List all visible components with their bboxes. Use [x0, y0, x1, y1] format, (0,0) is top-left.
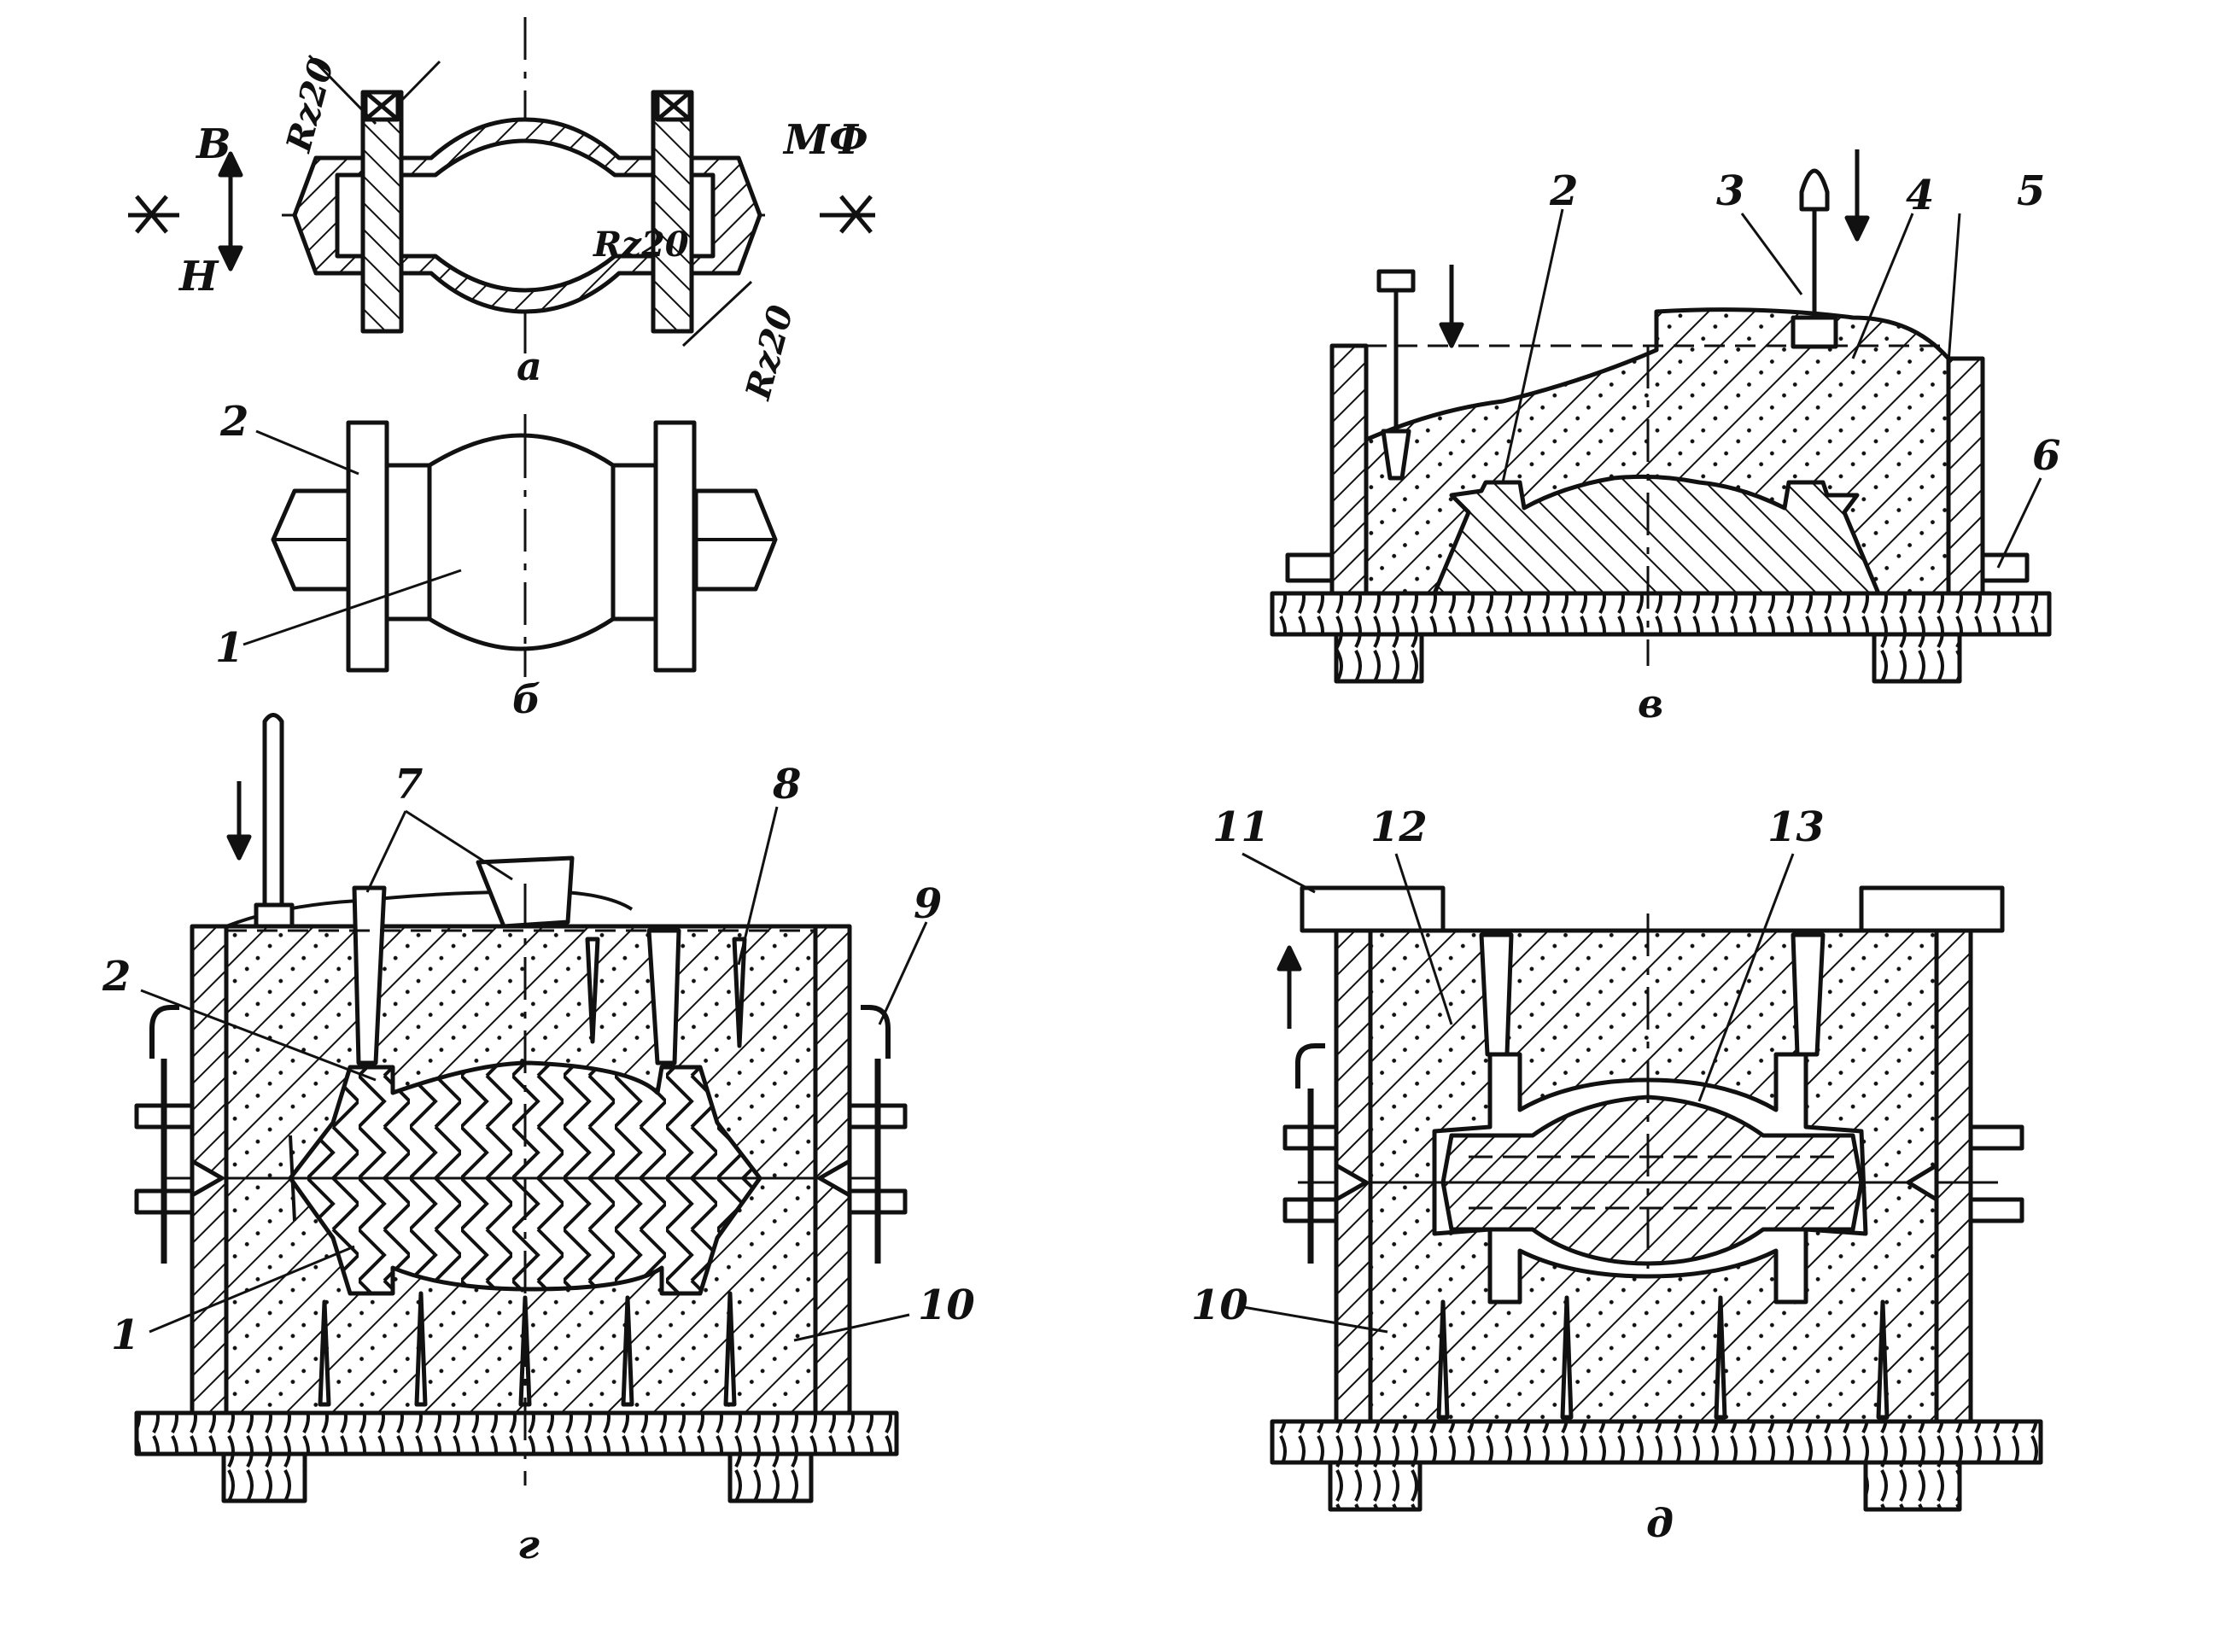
panel-d-text: 11 12 13 10 д: [1191, 803, 1825, 1546]
panel-g: [134, 713, 928, 1503]
caption-d: д: [1646, 1500, 1674, 1546]
callout-label: 10: [918, 1281, 975, 1329]
callout-label: 1: [215, 624, 243, 672]
panel-g-text: 7 8 9 2 1 10 г: [102, 761, 975, 1567]
callout-label: 11: [1212, 803, 1270, 851]
panel-a: [128, 17, 875, 359]
callout-label: 13: [1767, 803, 1825, 851]
parting-plane-label: МФ: [782, 116, 868, 164]
callout-label: 2: [1549, 167, 1578, 215]
callout-label: 3: [1716, 167, 1744, 215]
caption-g: г: [517, 1521, 540, 1567]
callout-label: 10: [1191, 1281, 1248, 1329]
panel-v: [1270, 149, 2052, 684]
caption-a: а: [517, 343, 542, 389]
panel-d: [1237, 852, 2043, 1512]
rotation-bottom-label: Н: [178, 253, 219, 301]
callout-label: 7: [394, 761, 423, 808]
callout-label: 5: [2017, 167, 2045, 215]
panel-b-text: 2 1 б: [215, 398, 540, 722]
callout-label: 12: [1370, 803, 1428, 851]
callout-label: 1: [111, 1311, 139, 1359]
callout-label: 2: [102, 953, 131, 1001]
panel-a-text: В Н МФ Rz20 Rz20 Rz20 а: [178, 53, 868, 404]
rotation-top-label: В: [195, 120, 231, 168]
callout-label: 2: [219, 398, 248, 446]
roughness-label: Rz20: [738, 301, 802, 404]
callout-label: 4: [1906, 172, 1934, 219]
caption-v: в: [1638, 680, 1663, 727]
roughness-label: Rz20: [593, 225, 689, 265]
panel-b: [242, 414, 778, 687]
callout-label: 8: [772, 761, 801, 808]
callout-label: 6: [2032, 432, 2060, 480]
panel-v-text: 2 3 4 5 6 в: [1549, 167, 2060, 727]
roughness-label: Rz20: [278, 53, 342, 156]
caption-b: б: [512, 676, 540, 722]
callout-label: 9: [914, 880, 942, 928]
